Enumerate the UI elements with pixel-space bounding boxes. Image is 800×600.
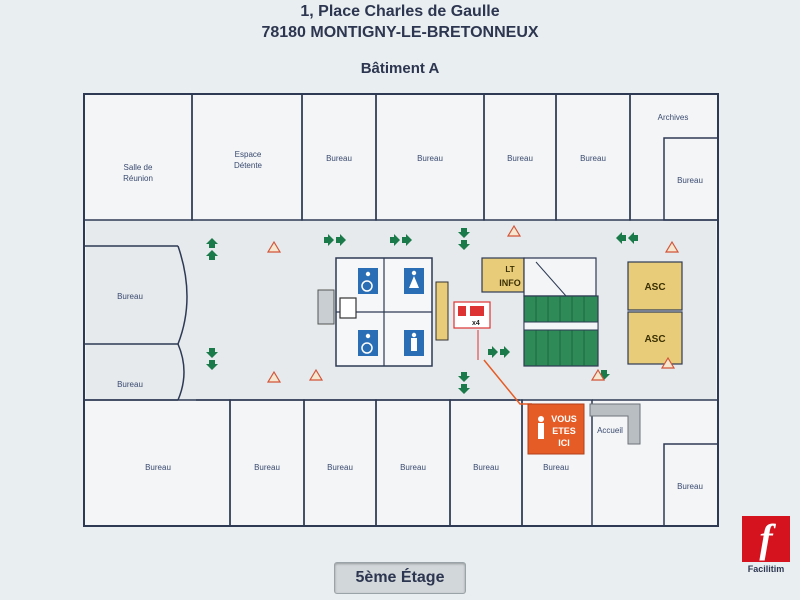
elevator-1-label: ASC (644, 282, 665, 293)
you-are-here-line-1: VOUS (551, 414, 577, 424)
top-room-walls (83, 93, 719, 401)
svg-text:Accueil: Accueil (597, 426, 623, 435)
svg-text:Bureau: Bureau (580, 154, 606, 163)
logo-name: Facilitim (747, 564, 785, 574)
svg-text:Bureau: Bureau (400, 463, 426, 472)
room-labels: Salle de Réunion Espace Détente Bureau B… (117, 113, 703, 491)
svg-text:Archives: Archives (658, 113, 689, 122)
info-label: INFO (499, 278, 521, 288)
svg-text:Bureau: Bureau (417, 154, 443, 163)
shaft-icon (435, 281, 449, 341)
women-toilet-icon (404, 268, 424, 294)
elevator-2 (627, 311, 683, 365)
extinguisher-count: x4 (472, 320, 480, 327)
stairs (523, 295, 599, 367)
svg-text:Espace: Espace (235, 150, 262, 159)
address-line-2: 78180 MONTIGNY-LE-BRETONNEUX (261, 24, 539, 41)
accessible-toilet-icon (358, 268, 378, 294)
lt-label: LT (505, 265, 514, 274)
fire-extinguisher-sign: x4 (453, 301, 491, 329)
reception-desk (589, 403, 641, 445)
svg-text:Bureau: Bureau (507, 154, 533, 163)
svg-text:Bureau: Bureau (145, 463, 171, 472)
elevator-2-label: ASC (644, 334, 665, 345)
address-line-1: 1, Place Charles de Gaulle (300, 3, 500, 20)
stair-treads (535, 296, 585, 366)
accessible-toilet-icon (358, 330, 378, 356)
svg-text:Réunion: Réunion (123, 174, 153, 183)
you-are-here-sign (527, 403, 585, 455)
floor-indicator: 5ème Étage (334, 562, 466, 594)
you-are-here-line-2: ETES (552, 426, 576, 436)
svg-text:Bureau: Bureau (543, 463, 569, 472)
building-name: Bâtiment A (360, 60, 440, 77)
svg-text:Bureau: Bureau (677, 176, 703, 185)
svg-text:Bureau: Bureau (327, 463, 353, 472)
svg-text:Salle de: Salle de (124, 163, 153, 172)
svg-text:Bureau: Bureau (677, 482, 703, 491)
men-toilet-icon (404, 330, 424, 356)
equipment-icon (317, 289, 357, 325)
svg-text:Bureau: Bureau (117, 380, 143, 389)
logo-mark: f (742, 516, 790, 562)
bottom-room-walls (83, 399, 719, 527)
logo-mark-letter: f (759, 516, 773, 561)
svg-text:Bureau: Bureau (254, 463, 280, 472)
facilitim-logo: f Facilitim (742, 516, 790, 578)
fire-door-markers (266, 224, 680, 383)
svg-text:Bureau: Bureau (326, 154, 352, 163)
svg-text:Bureau: Bureau (117, 292, 143, 301)
you-are-here-line-3: ICI (558, 438, 570, 448)
svg-text:Bureau: Bureau (473, 463, 499, 472)
elevator-1 (627, 261, 683, 311)
svg-text:Détente: Détente (234, 161, 263, 170)
lt-info-room (481, 257, 525, 293)
